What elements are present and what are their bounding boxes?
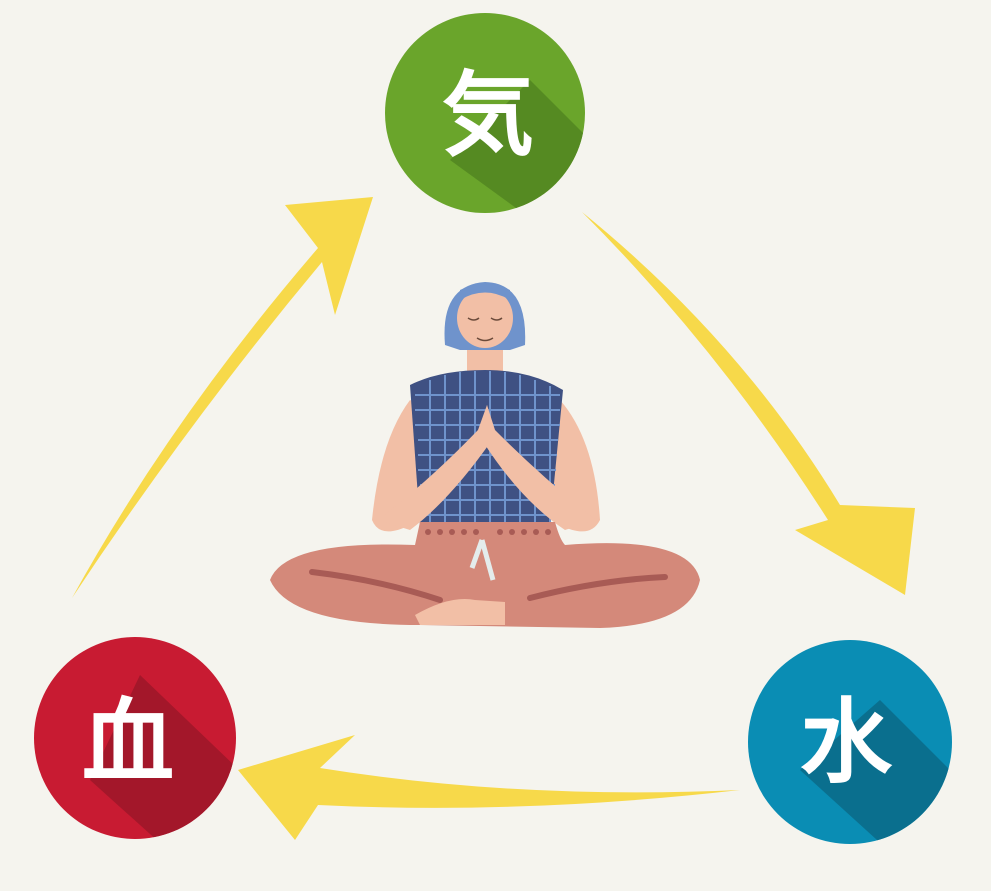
meditating-person-illustration [270,282,700,628]
ki-label: 気 [442,61,534,169]
ketsu-circle: 血 [34,637,236,839]
sui-label: 水 [800,688,893,796]
arrow-ketsu-to-ki [72,197,373,598]
ki-circle: 気 [385,13,585,213]
ketsu-label: 血 [82,688,174,796]
cycle-arrows [72,197,915,840]
arrow-ki-to-sui [582,212,915,595]
sui-circle: 水 [748,640,952,844]
foot [415,599,505,625]
pants [270,522,700,628]
arrow-sui-to-ketsu [238,735,740,840]
